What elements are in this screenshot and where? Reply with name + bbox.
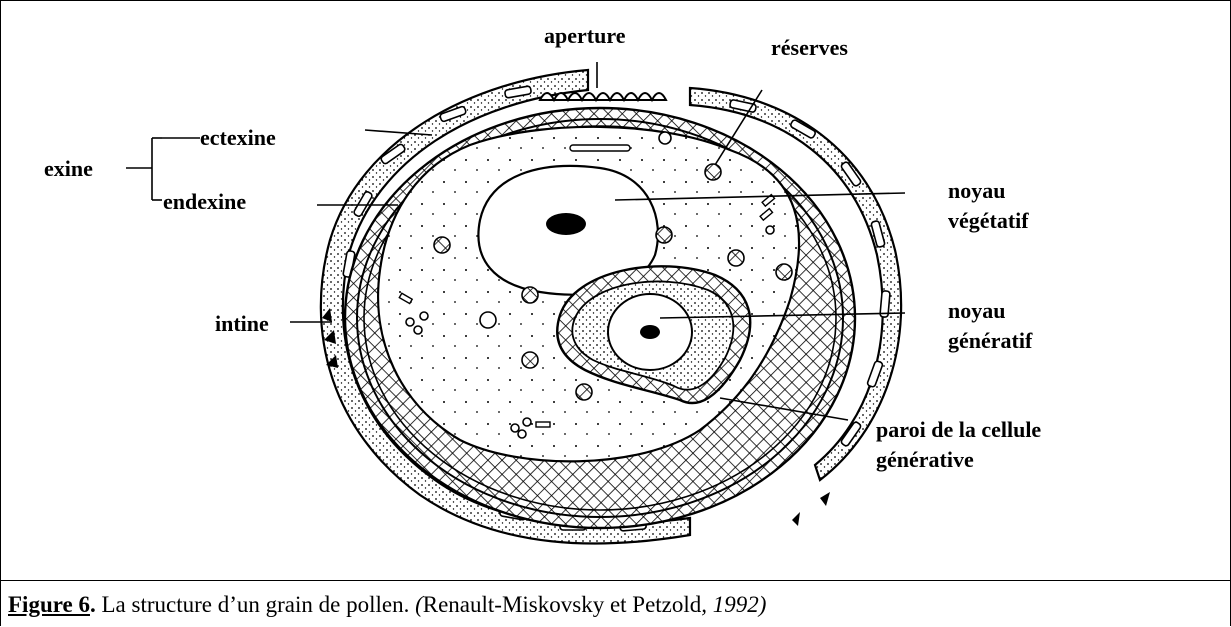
aperture-bumps xyxy=(540,93,666,100)
label-paroi-1: paroi de la cellule xyxy=(876,417,1041,442)
label-endexine: endexine xyxy=(163,189,246,214)
generative-nucleolus xyxy=(640,325,660,339)
figure-caption: Figure 6. La structure d’un grain de pol… xyxy=(8,592,766,618)
label-noyau-vegetatif-1: noyau xyxy=(948,178,1005,203)
caption-text: La structure d’un grain de pollen. xyxy=(96,592,415,617)
label-aperture: aperture xyxy=(544,23,626,48)
caption-authors: Renault-Miskovsky et Petzold xyxy=(423,592,702,617)
label-exine: exine xyxy=(44,156,93,181)
label-noyau-generatif-1: noyau xyxy=(948,298,1005,323)
vegetative-nucleolus xyxy=(546,213,586,235)
pollen-grain-diagram: aperture réserves ectexine exine endexin… xyxy=(0,0,1231,580)
caption-paren: ( xyxy=(415,592,423,617)
label-noyau-generatif-2: génératif xyxy=(948,328,1033,353)
caption-comma: , xyxy=(701,592,713,617)
figure-number: Figure 6 xyxy=(8,592,90,617)
caption-year: 1992) xyxy=(713,592,767,617)
label-paroi-2: générative xyxy=(876,447,974,472)
label-reserves: réserves xyxy=(771,35,848,60)
label-ectexine: ectexine xyxy=(200,125,276,150)
label-intine: intine xyxy=(215,311,269,336)
label-noyau-vegetatif-2: végétatif xyxy=(948,208,1029,233)
